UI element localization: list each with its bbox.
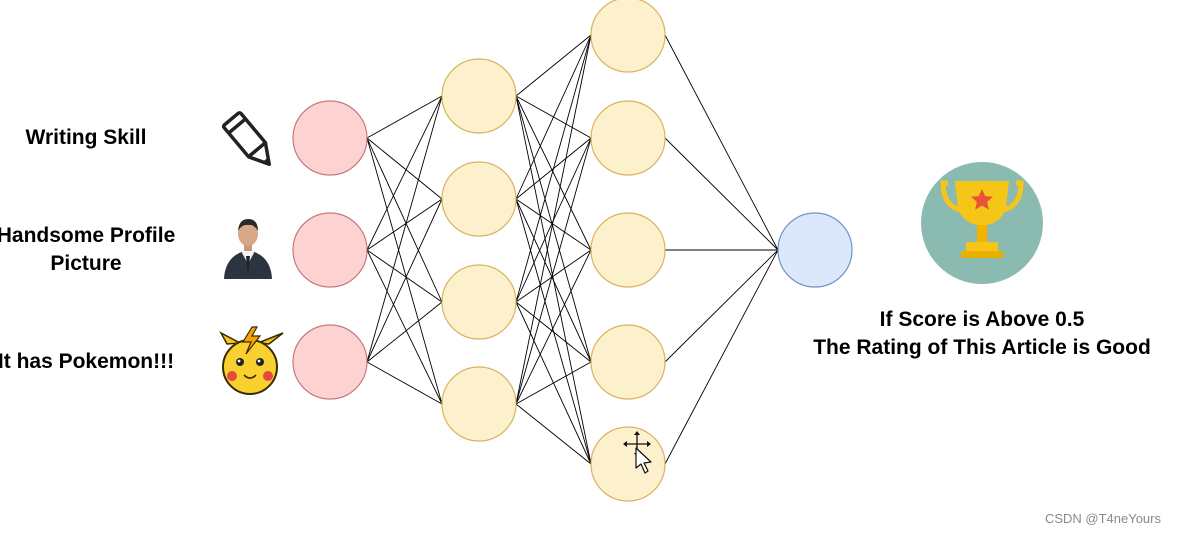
edge-input-1-to-hidden-1-1: [366, 198, 443, 251]
result-line-1: If Score is Above 0.5: [879, 308, 1085, 331]
node-hidden-1-3: [441, 366, 517, 442]
node-hidden-2-1: [590, 100, 666, 176]
edge-hidden-1-0-to-hidden-2-2: [515, 95, 592, 251]
node-hidden-2-0: [590, 0, 666, 73]
edge-input-0-to-hidden-1-3: [366, 137, 443, 405]
node-hidden-2-4: [590, 426, 666, 502]
edge-hidden-1-2-to-hidden-2-2: [515, 249, 592, 303]
node-output-0: [777, 212, 853, 288]
edge-hidden-1-2-to-hidden-2-3: [515, 301, 592, 363]
move-cursor-icon: [623, 431, 652, 474]
edge-input-2-to-hidden-1-2: [366, 301, 443, 363]
edge-input-2-to-hidden-1-0: [366, 95, 443, 363]
node-hidden-2-2: [590, 212, 666, 288]
result-line-2: The Rating of This Article is Good: [813, 336, 1151, 359]
edge-hidden-1-3-to-hidden-2-3: [515, 361, 592, 405]
edge-hidden-1-3-to-hidden-2-4: [515, 403, 592, 465]
edge-hidden-1-1-to-hidden-2-3: [515, 198, 592, 363]
trophy-icon: [921, 162, 1043, 284]
edge-hidden-1-1-to-hidden-2-0: [515, 34, 592, 200]
edge-hidden-1-2-to-hidden-2-0: [515, 34, 592, 303]
edge-input-0-to-hidden-1-2: [366, 137, 443, 303]
edge-input-1-to-hidden-1-2: [366, 249, 443, 303]
input-label-profile-picture: Handsome Profile Picture: [0, 224, 176, 275]
input-label-writing-skill: Writing Skill: [25, 126, 147, 149]
edge-hidden-1-0-to-hidden-2-3: [515, 95, 592, 363]
edge-hidden-1-3-to-hidden-2-1: [515, 137, 592, 405]
node-hidden-1-2: [441, 264, 517, 340]
edge-hidden-2-4-to-output-0: [664, 249, 779, 465]
edge-hidden-2-3-to-output-0: [664, 249, 779, 363]
watermark: CSDN @T4neYours: [1044, 511, 1161, 526]
node-input-2: [292, 324, 368, 400]
node-input-0: [292, 100, 368, 176]
node-input-1: [292, 212, 368, 288]
edge-input-2-to-hidden-1-1: [366, 198, 443, 363]
edge-input-1-to-hidden-1-3: [366, 249, 443, 405]
pikachu-icon: [219, 326, 284, 395]
input-label-pokemon: It has Pokemon!!!: [0, 350, 175, 373]
node-hidden-2-3: [590, 324, 666, 400]
edge-hidden-2-1-to-output-0: [664, 137, 779, 251]
edge-hidden-1-0-to-hidden-2-0: [515, 34, 592, 97]
result-caption: If Score is Above 0.5 The Rating of This…: [780, 306, 1177, 362]
pencil-icon: [221, 111, 271, 167]
edge-input-0-to-hidden-1-1: [366, 137, 443, 200]
businessman-icon: [224, 219, 272, 279]
network-nodes: [292, 0, 853, 502]
edge-hidden-1-3-to-hidden-2-0: [515, 34, 592, 405]
node-hidden-1-1: [441, 161, 517, 237]
edge-hidden-1-1-to-hidden-2-2: [515, 198, 592, 251]
edge-input-2-to-hidden-1-3: [366, 361, 443, 405]
network-edges: [366, 34, 779, 465]
edge-input-0-to-hidden-1-0: [366, 95, 443, 139]
edge-input-1-to-hidden-1-0: [366, 95, 443, 251]
edge-hidden-1-3-to-hidden-2-2: [515, 249, 592, 405]
edge-hidden-2-0-to-output-0: [664, 34, 779, 251]
node-hidden-1-0: [441, 58, 517, 134]
